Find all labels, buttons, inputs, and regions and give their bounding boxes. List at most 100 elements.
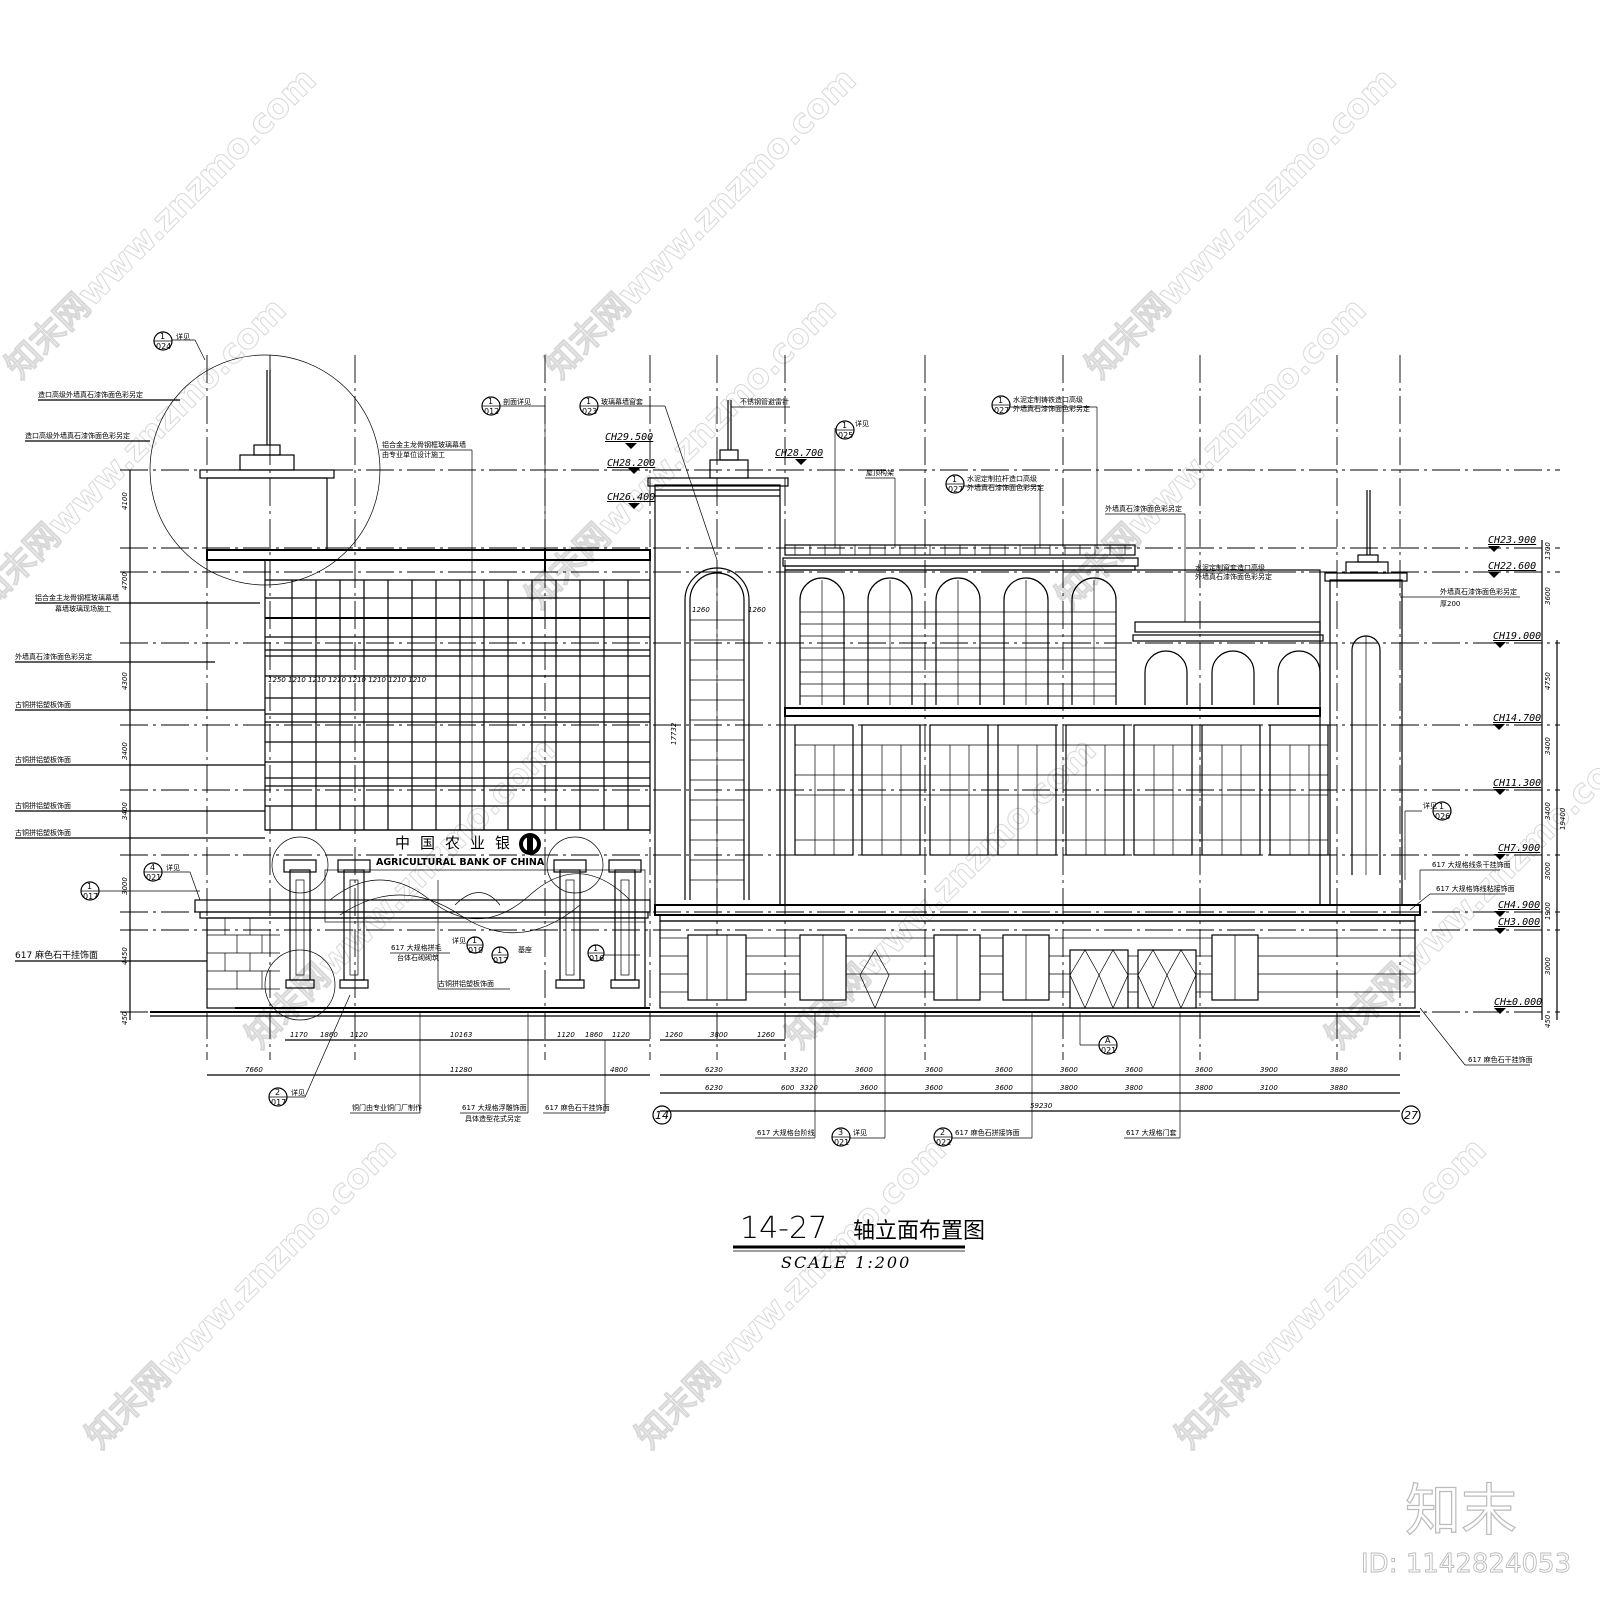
svg-text:1: 1 <box>842 421 847 430</box>
svg-text:024: 024 <box>156 342 171 351</box>
svg-text:CH±0.000: CH±0.000 <box>1494 997 1542 1008</box>
svg-text:3320: 3320 <box>800 1084 818 1092</box>
svg-text:外墙真石漆饰面色彩另定: 外墙真石漆饰面色彩另定 <box>967 483 1044 492</box>
svg-text:617 大规格门套: 617 大规格门套 <box>1126 1128 1177 1137</box>
column-3 <box>553 859 587 989</box>
level-ch7-900: CH7.900 <box>1494 843 1540 860</box>
svg-text:6230: 6230 <box>705 1066 723 1074</box>
svg-text:1170: 1170 <box>290 1031 308 1039</box>
svg-text:4800: 4800 <box>610 1066 628 1074</box>
level-ch19-000: CH19.000 <box>1493 631 1541 648</box>
column-2 <box>337 859 371 989</box>
svg-text:1: 1 <box>160 332 165 341</box>
svg-text:022: 022 <box>936 1138 951 1147</box>
level-ch26-400: CH26.400 <box>607 492 655 509</box>
svg-text:3800: 3800 <box>1060 1084 1078 1092</box>
svg-text:027: 027 <box>948 485 963 494</box>
scale-label: SCALE 1:200 <box>781 1253 911 1272</box>
svg-text:1860: 1860 <box>585 1031 603 1039</box>
svg-text:A: A <box>1105 1036 1111 1045</box>
svg-text:617 麻色石干挂饰面: 617 麻色石干挂饰面 <box>545 1103 610 1112</box>
callout-roof-frame: 屋顶构架 <box>865 468 896 548</box>
svg-text:1120: 1120 <box>557 1031 575 1039</box>
svg-text:1: 1 <box>1439 802 1444 811</box>
svg-text:4700: 4700 <box>121 572 129 590</box>
arched-windows-small <box>1144 650 1321 705</box>
callout-1-016: 1016 <box>587 944 640 963</box>
svg-text:3100: 3100 <box>1260 1084 1278 1092</box>
svg-text:1: 1 <box>488 397 493 406</box>
svg-text:3600: 3600 <box>925 1066 943 1074</box>
svg-text:3400: 3400 <box>1544 737 1552 755</box>
svg-text:1260: 1260 <box>748 606 766 614</box>
svg-text:外墙真石漆饰面色彩另定: 外墙真石漆饰面色彩另定 <box>1440 587 1517 596</box>
svg-text:017: 017 <box>271 1098 286 1107</box>
drawing-title-block: 14-27 轴立面布置图 SCALE 1:200 <box>733 1211 985 1272</box>
svg-text:3: 3 <box>838 1128 843 1137</box>
svg-text:3600: 3600 <box>1544 587 1552 605</box>
column-4 <box>608 859 642 989</box>
svg-text:知末网www.znzmo.com: 知末网www.znzmo.com <box>628 1130 954 1456</box>
level-ch23-900: CH23.900 <box>1488 535 1536 552</box>
tower-window-transoms <box>690 619 744 881</box>
svg-text:59230: 59230 <box>1030 1102 1053 1110</box>
svg-text:025: 025 <box>838 431 853 440</box>
svg-text:古铜拼铝塑板饰面: 古铜拼铝塑板饰面 <box>438 979 494 988</box>
svg-text:水泥定制窗套造口高级: 水泥定制窗套造口高级 <box>1195 563 1265 572</box>
svg-text:1: 1 <box>586 397 591 406</box>
office-window-transoms <box>795 744 1328 855</box>
svg-text:外墙真石漆饰面色彩另定: 外墙真石漆饰面色彩另定 <box>1105 504 1182 513</box>
svg-text:详见: 详见 <box>452 936 466 945</box>
sign-en: AGRICULTURAL BANK OF CHINA <box>376 857 545 868</box>
logo-text: 知末 <box>1405 1479 1517 1544</box>
level-ch28-200: CH28.200 <box>607 458 655 474</box>
callout-copper-door: 铜门由专业铜门厂制作 <box>350 1012 422 1114</box>
svg-text:617 麻色石干挂饰面: 617 麻色石干挂饰面 <box>15 949 98 961</box>
svg-text:4300: 4300 <box>121 672 129 690</box>
svg-text:1900: 1900 <box>1544 902 1552 920</box>
svg-text:021: 021 <box>146 873 161 882</box>
svg-text:617 大规格拼毛: 617 大规格拼毛 <box>391 943 442 952</box>
svg-text:3000: 3000 <box>121 877 129 895</box>
left-annotations: 造口高级外墙真石漆饰面色彩另定 造口高级外墙真石漆饰面色彩另定 铝合金主龙骨钢框… <box>15 390 265 962</box>
svg-text:023: 023 <box>582 407 597 416</box>
svg-text:1260: 1260 <box>665 1031 683 1039</box>
title-number: 14-27 <box>740 1211 827 1246</box>
svg-text:CH28.700: CH28.700 <box>775 448 823 459</box>
svg-text:详见: 详见 <box>853 1128 867 1137</box>
svg-text:19400: 19400 <box>1559 807 1567 830</box>
svg-text:021: 021 <box>834 1138 849 1147</box>
svg-text:027: 027 <box>994 406 1009 415</box>
svg-text:3400: 3400 <box>1544 802 1552 820</box>
svg-text:详见: 详见 <box>166 863 180 872</box>
ground-openings <box>687 934 1259 1009</box>
svg-text:1120: 1120 <box>612 1031 630 1039</box>
svg-text:台体石砌砌筑: 台体石砌砌筑 <box>397 953 439 962</box>
callout-facade-paint: 外墙真石漆饰面色彩另定 <box>1105 504 1186 622</box>
arched-windows-upper <box>799 577 1117 705</box>
ground-floor-base <box>150 904 1421 1017</box>
svg-text:7660: 7660 <box>245 1066 263 1074</box>
left-tower: 1250 1210 1210 1210 1210 1210 1210 1210 <box>149 354 651 831</box>
svg-text:CH19.000: CH19.000 <box>1493 631 1541 642</box>
svg-text:4750: 4750 <box>1544 672 1552 690</box>
svg-text:水泥定制铸铁造口高级: 水泥定制铸铁造口高级 <box>1013 395 1083 404</box>
stone-courses <box>207 918 280 990</box>
svg-text:450: 450 <box>1544 1014 1552 1028</box>
svg-text:600: 600 <box>781 1084 795 1092</box>
svg-text:617 麻色石干挂饰面: 617 麻色石干挂饰面 <box>1468 1055 1533 1064</box>
svg-text:具体造型花式另定: 具体造型花式另定 <box>465 1114 521 1123</box>
svg-text:617 大规格饰线粘接饰面: 617 大规格饰线粘接饰面 <box>1436 884 1515 893</box>
svg-text:14: 14 <box>655 1109 669 1122</box>
